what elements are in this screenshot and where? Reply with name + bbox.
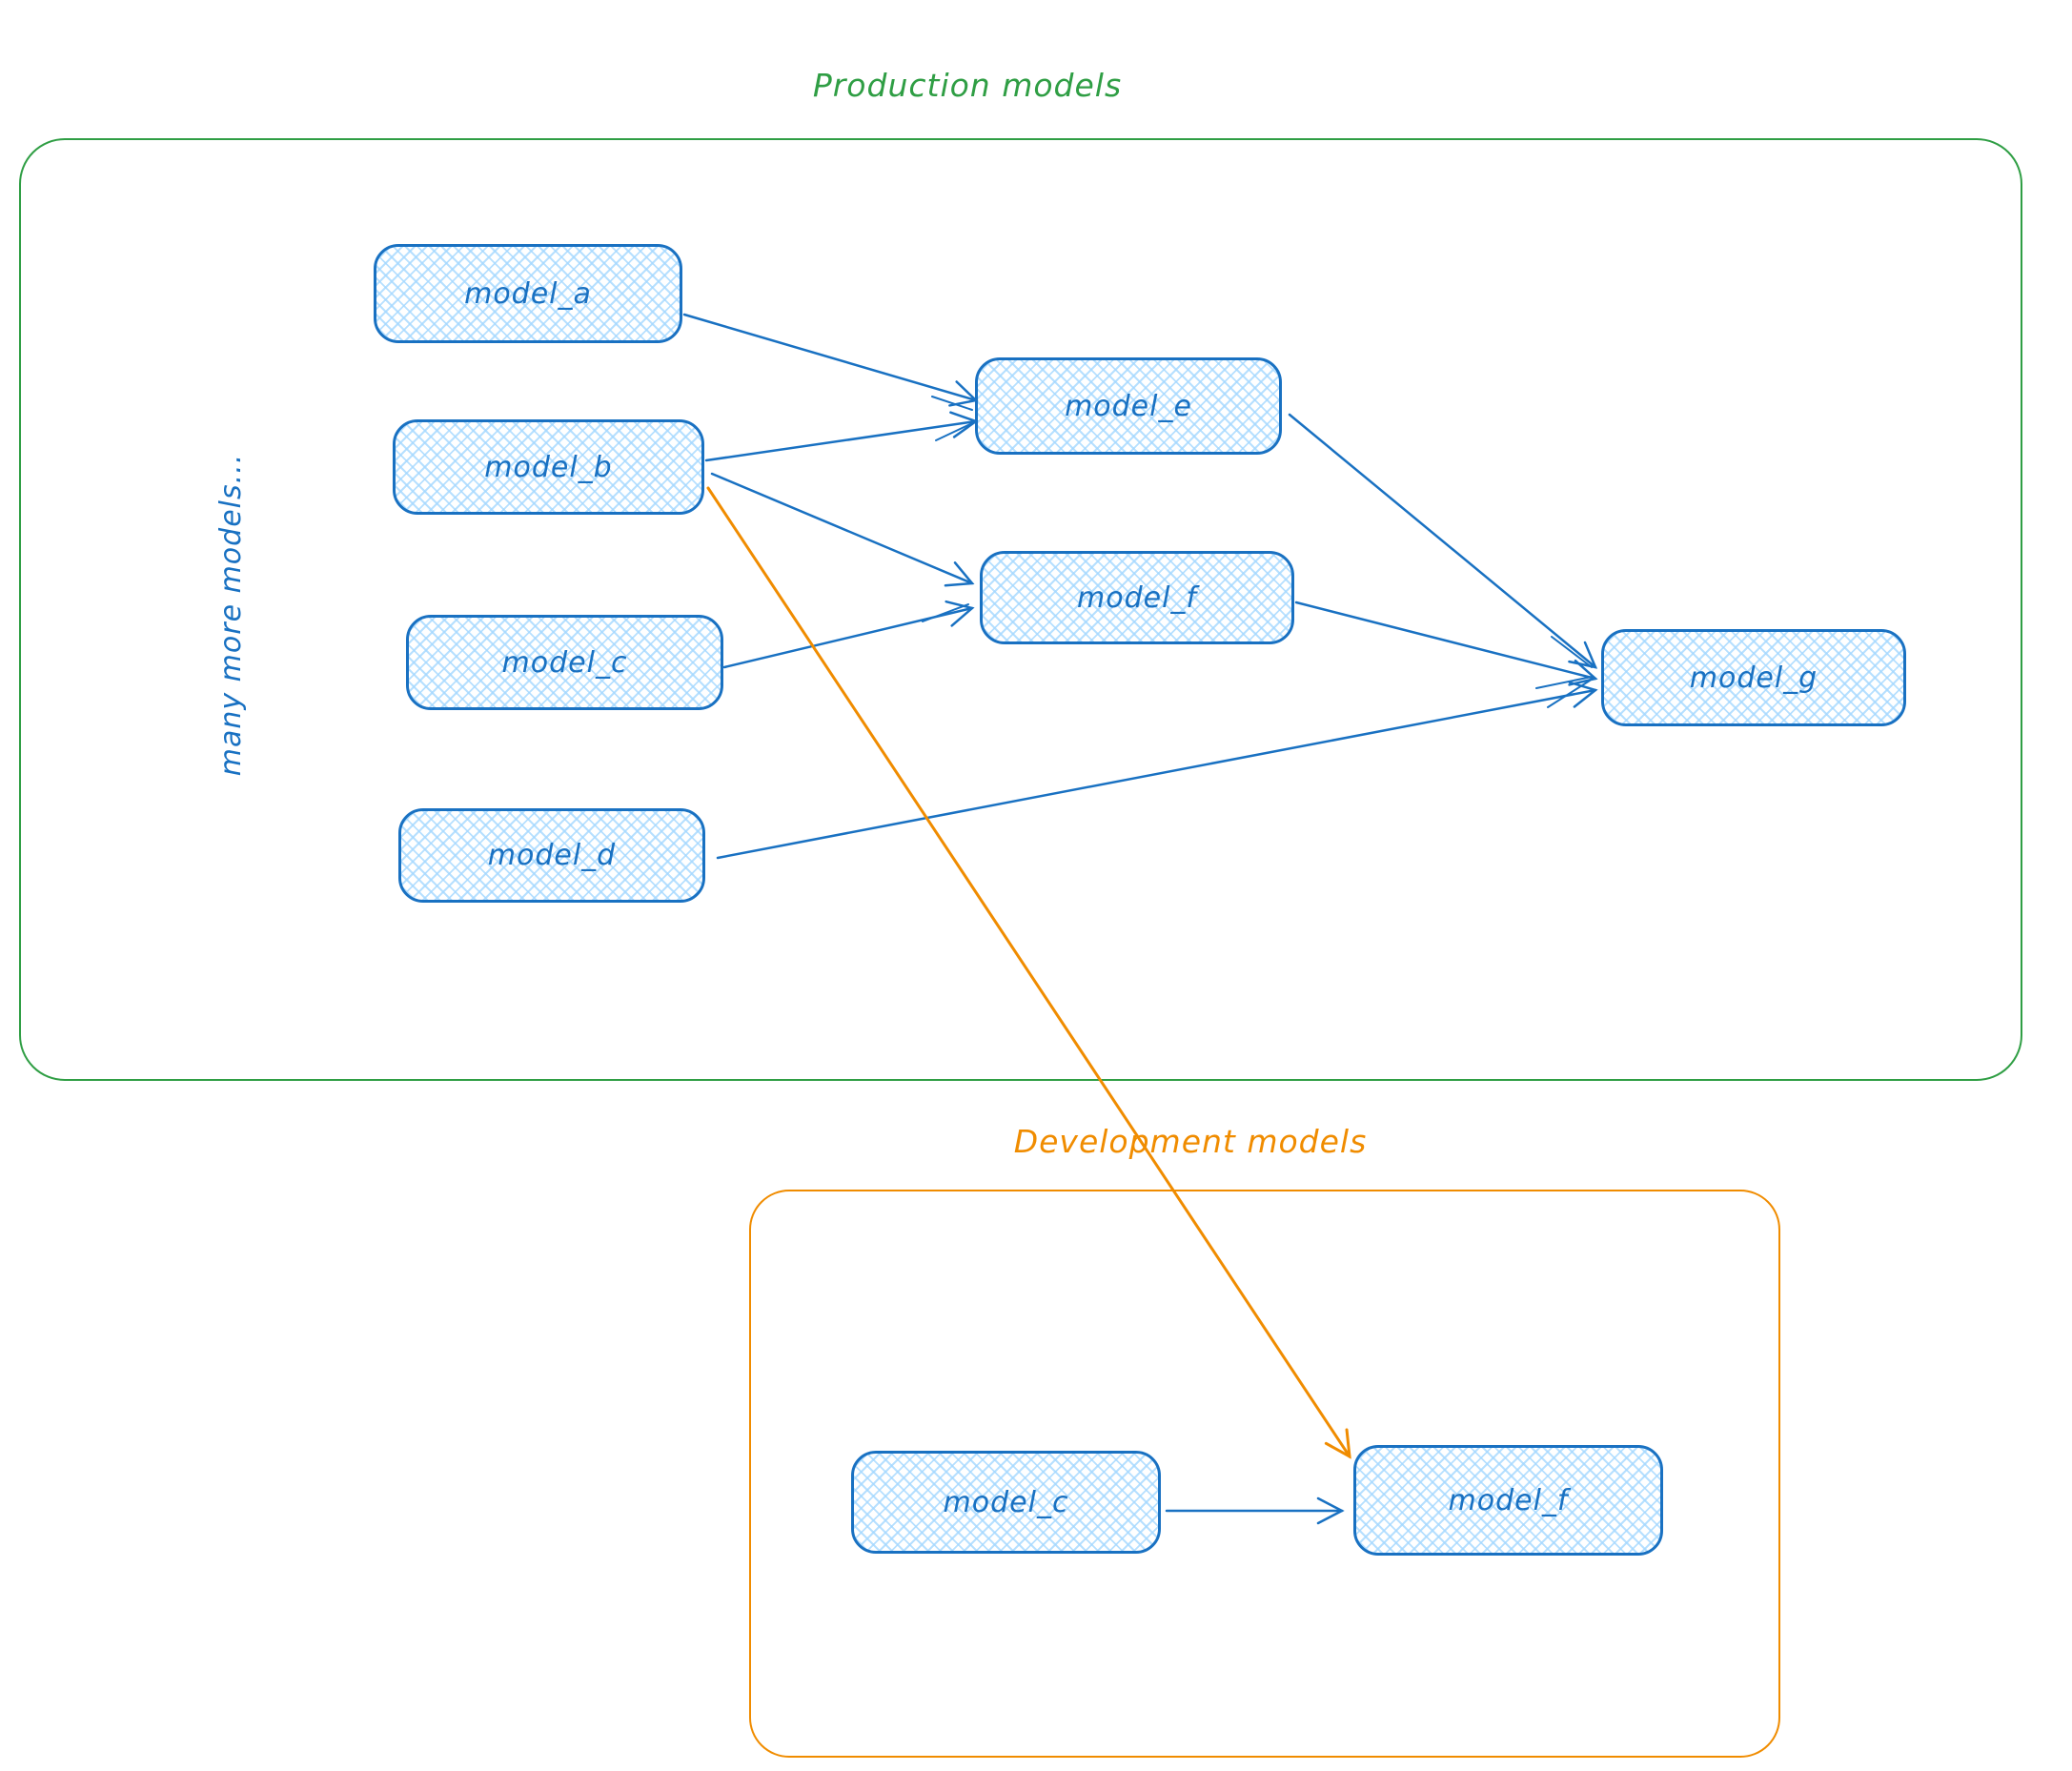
node-model-a[interactable]: model_a xyxy=(374,244,682,343)
development-group-title: Development models xyxy=(1013,1123,1368,1160)
node-model-f[interactable]: model_f xyxy=(980,551,1294,644)
node-model-g[interactable]: model_g xyxy=(1601,629,1906,726)
production-group-title: Production models xyxy=(812,67,1123,104)
node-model-b[interactable]: model_b xyxy=(393,419,704,515)
node-dev-model-c[interactable]: model_c xyxy=(851,1451,1161,1554)
node-dev-model-f[interactable]: model_f xyxy=(1353,1445,1663,1556)
node-model-c[interactable]: model_c xyxy=(406,615,723,710)
node-model-e[interactable]: model_e xyxy=(975,357,1282,455)
many-more-models-note: many more models... xyxy=(214,453,248,777)
node-model-d[interactable]: model_d xyxy=(398,808,705,903)
